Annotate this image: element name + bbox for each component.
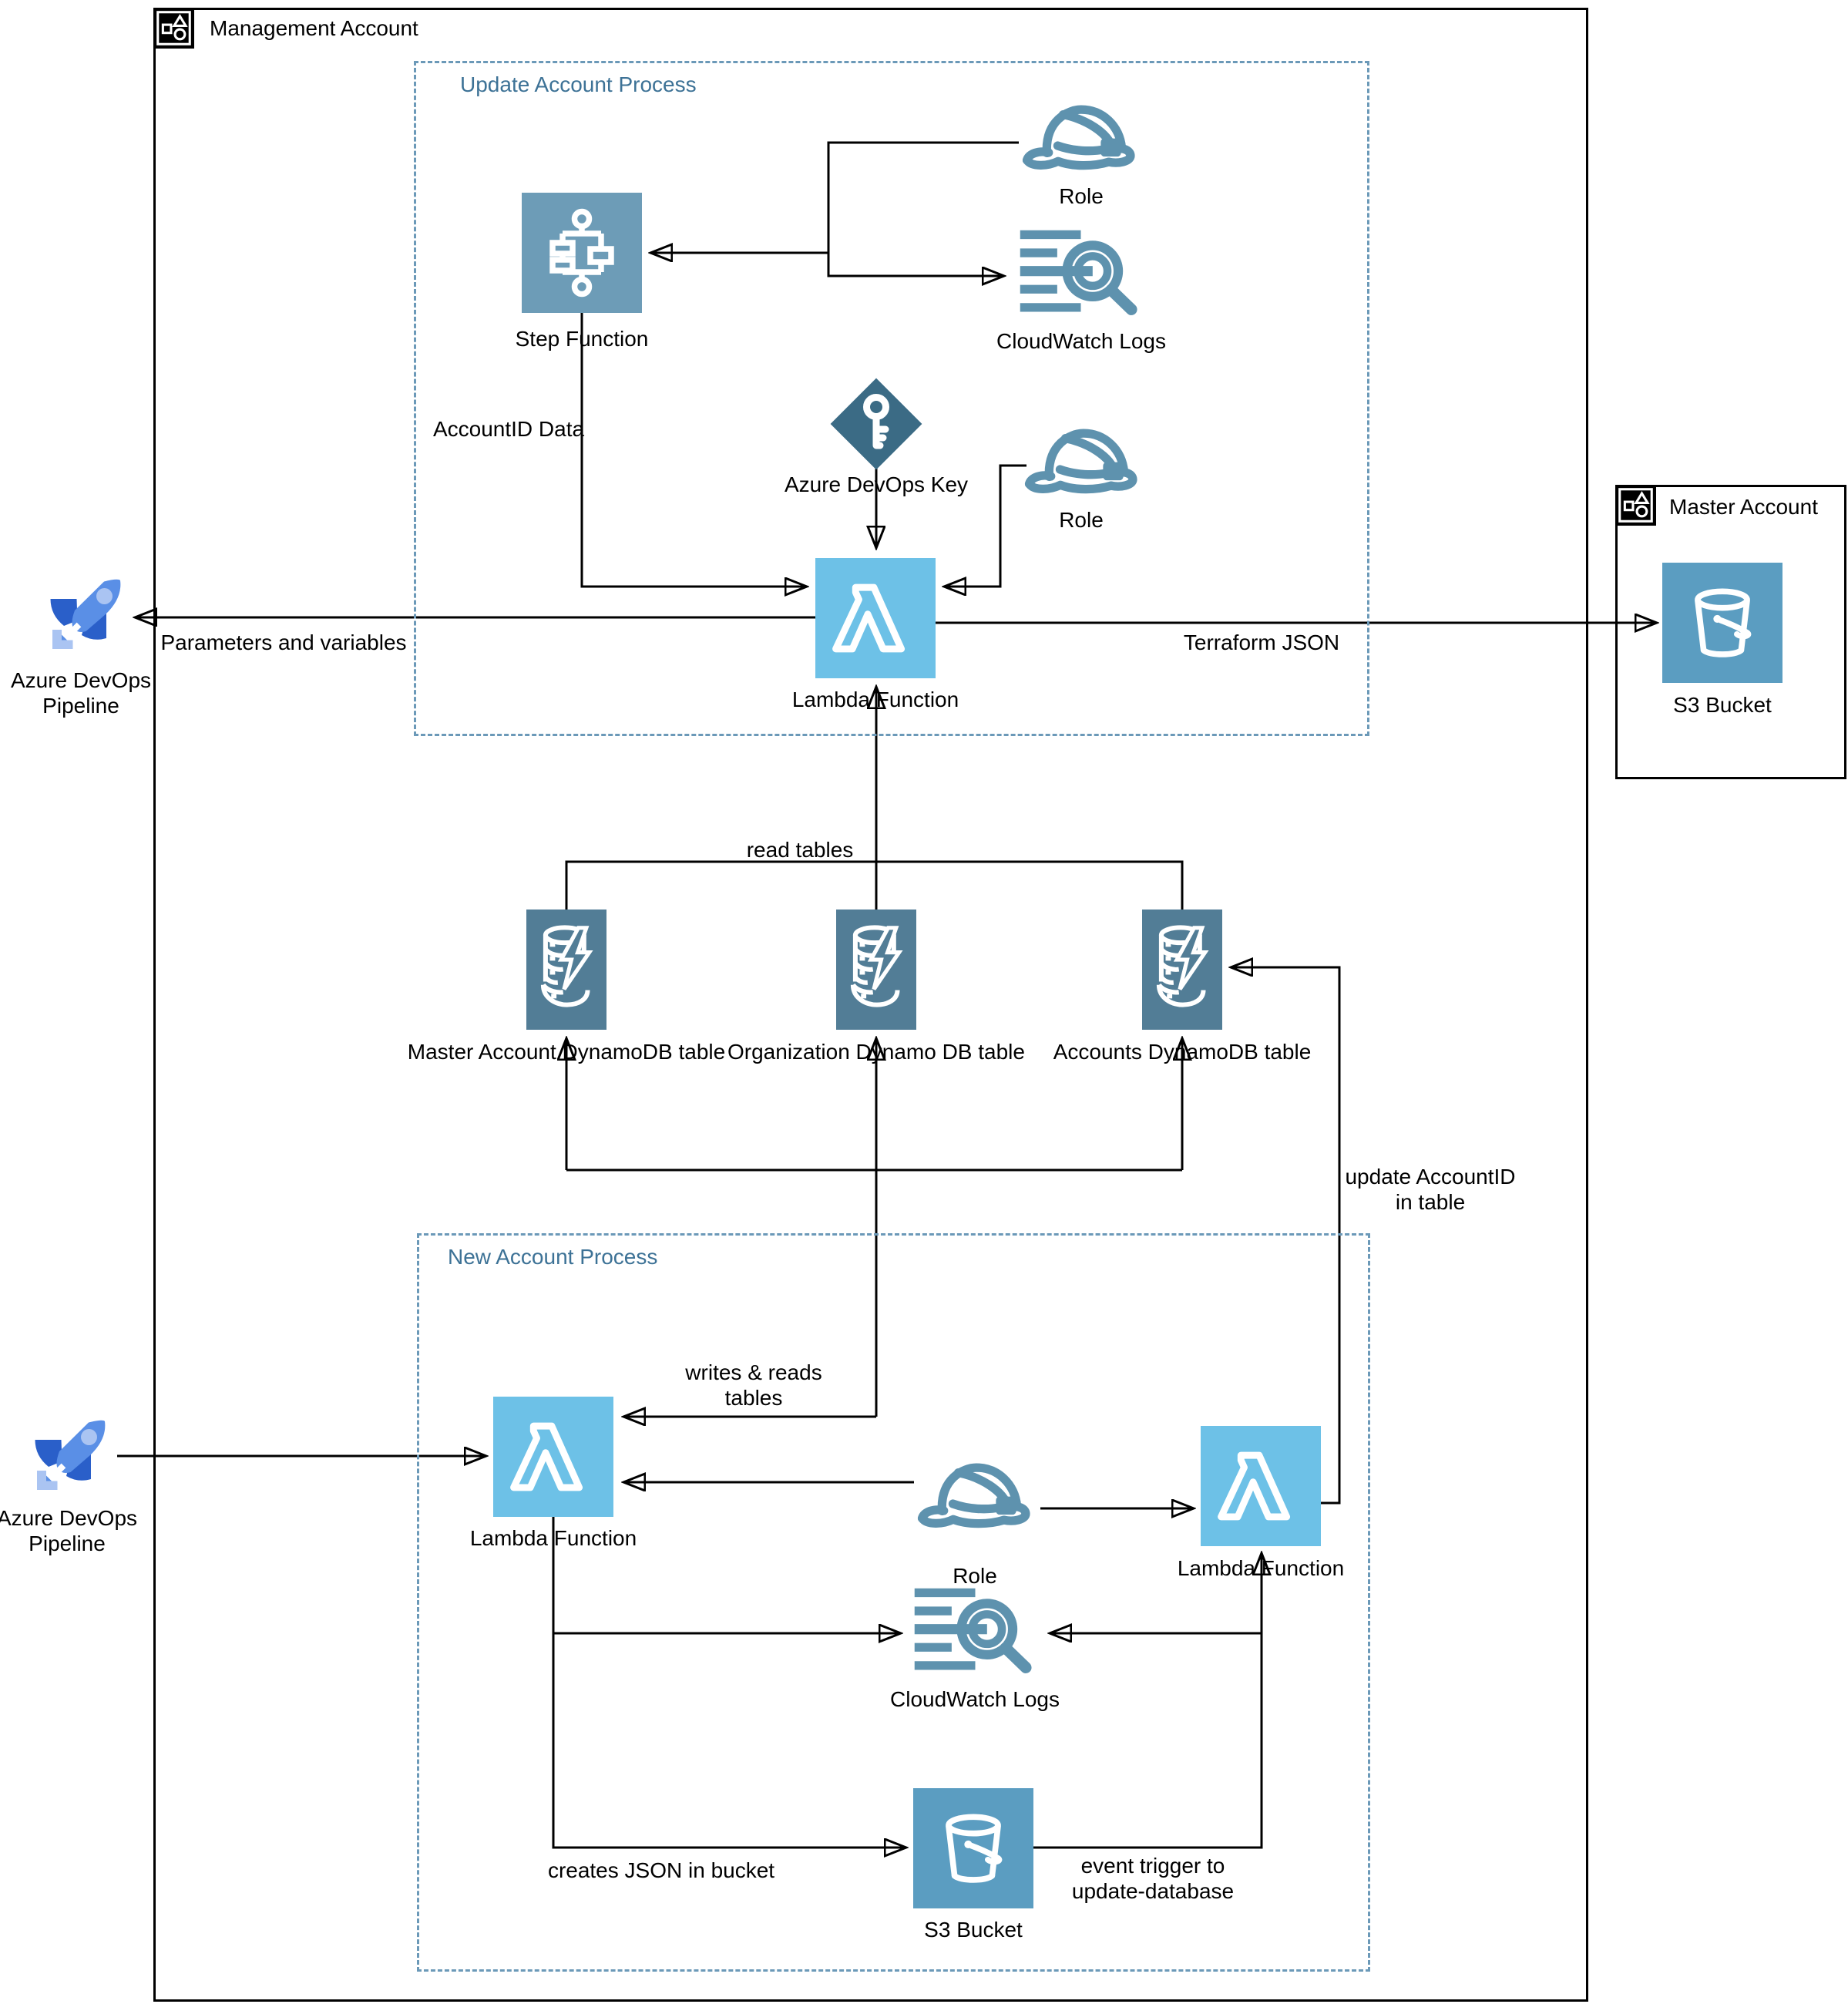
master-account-box [1615, 485, 1846, 779]
step-function-label: Step Function [515, 327, 649, 351]
read-tables-label: read tables [746, 838, 854, 862]
cloudwatch-new-label: CloudWatch Logs [890, 1687, 1060, 1711]
creates-json-label: creates JSON in bucket [547, 1858, 775, 1882]
new-account-process-box [417, 1233, 1370, 1972]
ddb-accounts-label: Accounts DynamoDB table [1053, 1040, 1312, 1064]
cloudwatch-top-label: CloudWatch Logs [996, 329, 1166, 353]
edge-read-tables-bracket [565, 860, 1184, 910]
s3-bucket-icon [1662, 563, 1782, 683]
dynamodb-table-icon [526, 910, 606, 1030]
azure-devops-key-icon [830, 378, 922, 470]
step-function-icon [522, 193, 642, 313]
lambda-function-icon [815, 558, 936, 678]
pipeline-top-label: Azure DevOps Pipeline [10, 668, 152, 718]
management-account-box [153, 8, 1588, 2002]
role-new-label: Role [953, 1564, 997, 1588]
role-icon [1019, 99, 1144, 182]
role-icon [914, 1457, 1039, 1540]
edge-role-cloudwatch-bracket [827, 141, 1019, 276]
writes-reads-label: writes & reads tables [685, 1360, 822, 1410]
master-account-title: Master Account [1669, 495, 1818, 519]
edge-accountid-data [580, 313, 806, 587]
lambda-update-label: Lambda Function [791, 688, 959, 711]
update-account-process-title: Update Account Process [460, 72, 697, 96]
ddb-master-label: Master Account DynamoDB table [407, 1040, 726, 1064]
parameters-label: Parameters and variables [160, 630, 407, 654]
management-account-title: Management Account [210, 16, 418, 40]
account-icon [1615, 485, 1656, 526]
cloudwatch-logs-icon [1013, 224, 1148, 325]
pipeline-bottom-label: Azure DevOps Pipeline [0, 1506, 138, 1555]
lambda-function-icon [493, 1397, 613, 1517]
cloudwatch-logs-icon [908, 1582, 1043, 1683]
new-account-process-title: New Account Process [448, 1245, 658, 1269]
event-trigger-label: event trigger to update-database [1071, 1854, 1235, 1903]
azure-pipeline-icon [22, 1413, 114, 1501]
dynamodb-table-icon [1142, 910, 1222, 1030]
update-account-process-box [414, 61, 1369, 736]
lambda-updatedb-label: Lambda Function [1177, 1556, 1345, 1580]
edge-role-to-lambda [945, 464, 1026, 587]
dynamodb-table-icon [836, 910, 916, 1030]
edge-creates-json [552, 1515, 906, 1848]
s3-master-label: S3 Bucket [1673, 693, 1772, 717]
lambda-function-icon [1201, 1426, 1321, 1546]
update-accountid-label: update AccountID in table [1345, 1165, 1516, 1214]
s3-new-label: S3 Bucket [924, 1918, 1023, 1942]
account-icon [153, 8, 194, 49]
edge-event-trigger [1033, 1554, 1262, 1849]
s3-bucket-icon [913, 1788, 1033, 1908]
lambda-create-label: Lambda Function [469, 1526, 637, 1550]
terraform-json-label: Terraform JSON [1183, 630, 1340, 654]
accountid-data-label: AccountID Data [432, 417, 585, 441]
azure-devops-key-label: Azure DevOps Key [784, 472, 969, 496]
azure-pipeline-icon [37, 572, 129, 661]
ddb-org-label: Organization Dynamo DB table [727, 1040, 1025, 1064]
role-icon [1021, 422, 1146, 506]
role-mid-label: Role [1059, 508, 1104, 532]
role-top-label: Role [1059, 184, 1104, 208]
